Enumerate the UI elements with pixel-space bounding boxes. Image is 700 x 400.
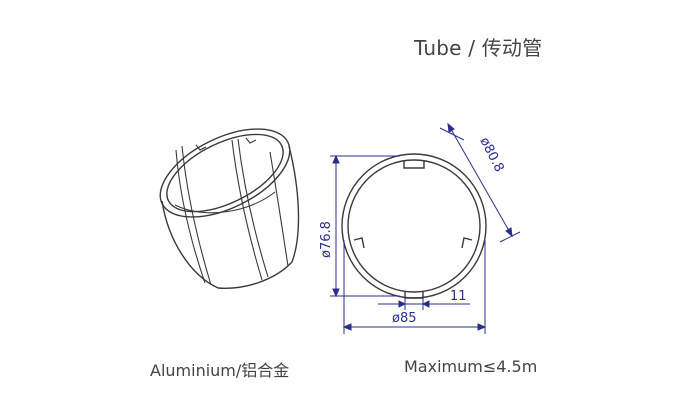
bottom-groove	[404, 292, 424, 299]
tube-cross-section	[341, 153, 487, 299]
right-notch	[461, 237, 473, 249]
inner-profile	[347, 159, 481, 293]
page-title: Tube / 传动管	[414, 36, 543, 60]
dimension-lines	[330, 122, 521, 334]
outer-profile	[341, 153, 487, 299]
groove-width-label: 11	[450, 289, 467, 304]
max-length-caption: Maximum≤4.5m	[404, 357, 538, 376]
tube-3d-illustration	[159, 128, 300, 289]
outer-diameter-label: ø80.8	[476, 135, 506, 175]
inner-diameter-label: ø76.8	[319, 221, 334, 258]
top-notch	[403, 160, 425, 169]
material-caption: Aluminium/铝合金	[150, 361, 290, 380]
overall-width-label: ø85	[392, 311, 417, 326]
left-notch	[353, 237, 365, 249]
